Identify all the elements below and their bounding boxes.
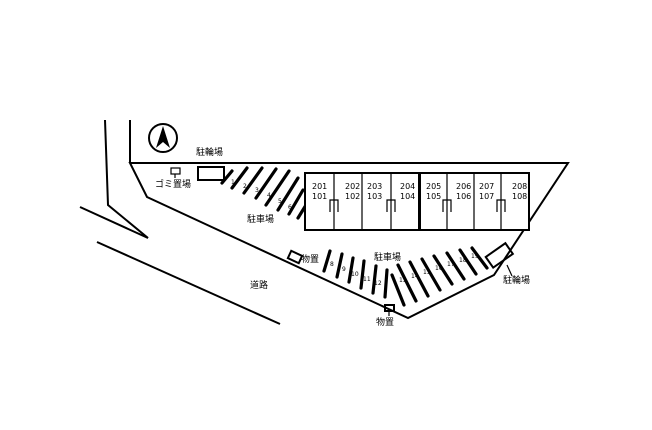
road-edges — [79, 119, 281, 325]
unit-upper-number: 202 — [345, 182, 360, 191]
lower-stall-line — [371, 264, 378, 295]
unit-upper-number: 205 — [426, 182, 441, 191]
building — [304, 172, 530, 231]
unit-lower-number: 104 — [400, 192, 415, 201]
lower-stall-line — [458, 248, 478, 276]
unit-upper-number: 201 — [312, 182, 327, 191]
lower-stall-number: 13 — [399, 277, 407, 284]
lower-stall-number: 9 — [342, 266, 346, 273]
unit-numbers: 201 101 202 102 203 103 204 104 205 105 … — [312, 182, 527, 201]
garbage-station — [170, 167, 181, 178]
unit-lower-number: 107 — [479, 192, 494, 201]
upper-stall-number: 4 — [267, 192, 271, 199]
lower-stall-number: 18 — [459, 257, 467, 264]
lower-stall-line — [470, 246, 489, 270]
lower-stall-line — [322, 249, 332, 273]
lower-stall-number: 8 — [330, 261, 334, 268]
upper-stall-number: 2 — [243, 183, 247, 190]
storage-bottom-label: 物置 — [376, 316, 394, 328]
lower-parking-label: 駐車場 — [374, 251, 401, 263]
unit-upper-number: 206 — [456, 182, 471, 191]
bicycle-parking-top-label: 駐輪場 — [196, 146, 223, 158]
upper-stall-number: 6 — [288, 204, 292, 211]
road-edge-left — [104, 119, 149, 239]
bicycle-parking-right-label: 駐輪場 — [503, 274, 530, 286]
lower-stall-number: 10 — [351, 271, 359, 278]
road-edge-lower — [96, 241, 281, 325]
lower-stall-line — [390, 273, 406, 307]
unit-lower-number: 102 — [345, 192, 360, 201]
upper-parking-label: 駐車場 — [247, 213, 274, 225]
upper-stall-line — [276, 176, 300, 212]
unit-lower-number: 105 — [426, 192, 441, 201]
upper-parking-stalls — [220, 166, 308, 220]
unit-upper-number: 203 — [367, 182, 382, 191]
road-edge-upper — [79, 206, 149, 239]
lower-stall-number: 12 — [374, 280, 382, 287]
upper-stall-line — [254, 167, 278, 200]
upper-stall-number: 1 — [231, 179, 235, 186]
lower-stall-number: 14 — [411, 273, 419, 280]
lower-parking-stalls — [322, 246, 489, 307]
upper-stall-line — [220, 169, 234, 185]
storage-left — [286, 249, 304, 265]
lot-outline — [128, 162, 570, 320]
lower-stall-number: 19 — [471, 253, 479, 260]
upper-stall-line — [230, 166, 249, 190]
lower-stall-line — [396, 263, 418, 303]
lower-stall-line — [335, 252, 344, 279]
unit-lower-number: 106 — [456, 192, 471, 201]
bicycle-parking-top — [197, 166, 225, 181]
lower-stall-number: 11 — [363, 276, 371, 283]
lower-stall-number: 16 — [435, 265, 443, 272]
lower-stall-line — [359, 259, 366, 290]
lower-stall-line — [408, 260, 430, 298]
lower-stall-line — [347, 256, 355, 284]
upper-stall-number: 3 — [255, 187, 259, 194]
north-arrow-icon — [148, 123, 178, 153]
upper-stall-line — [287, 188, 305, 216]
upper-stall-line — [242, 166, 264, 195]
lower-stall-line — [432, 254, 454, 286]
unit-upper-number: 208 — [512, 182, 527, 191]
upper-stall-number: 5 — [278, 198, 282, 205]
lower-stall-number: 15 — [423, 269, 431, 276]
road-label: 道路 — [250, 279, 268, 291]
lower-stall-line — [383, 268, 389, 299]
storage-left-label: 物置 — [301, 253, 319, 265]
lower-stall-line — [445, 251, 466, 281]
unit-lower-number: 103 — [367, 192, 382, 201]
lower-stall-number: 17 — [447, 261, 455, 268]
unit-upper-number: 207 — [479, 182, 494, 191]
garbage-label: ゴミ置場 — [155, 178, 191, 190]
unit-upper-number: 204 — [400, 182, 415, 191]
lower-stall-line — [420, 257, 442, 292]
bicycle-parking-right — [484, 241, 515, 270]
unit-lower-number: 101 — [312, 192, 327, 201]
upper-stall-line — [264, 169, 291, 207]
unit-lower-number: 108 — [512, 192, 527, 201]
